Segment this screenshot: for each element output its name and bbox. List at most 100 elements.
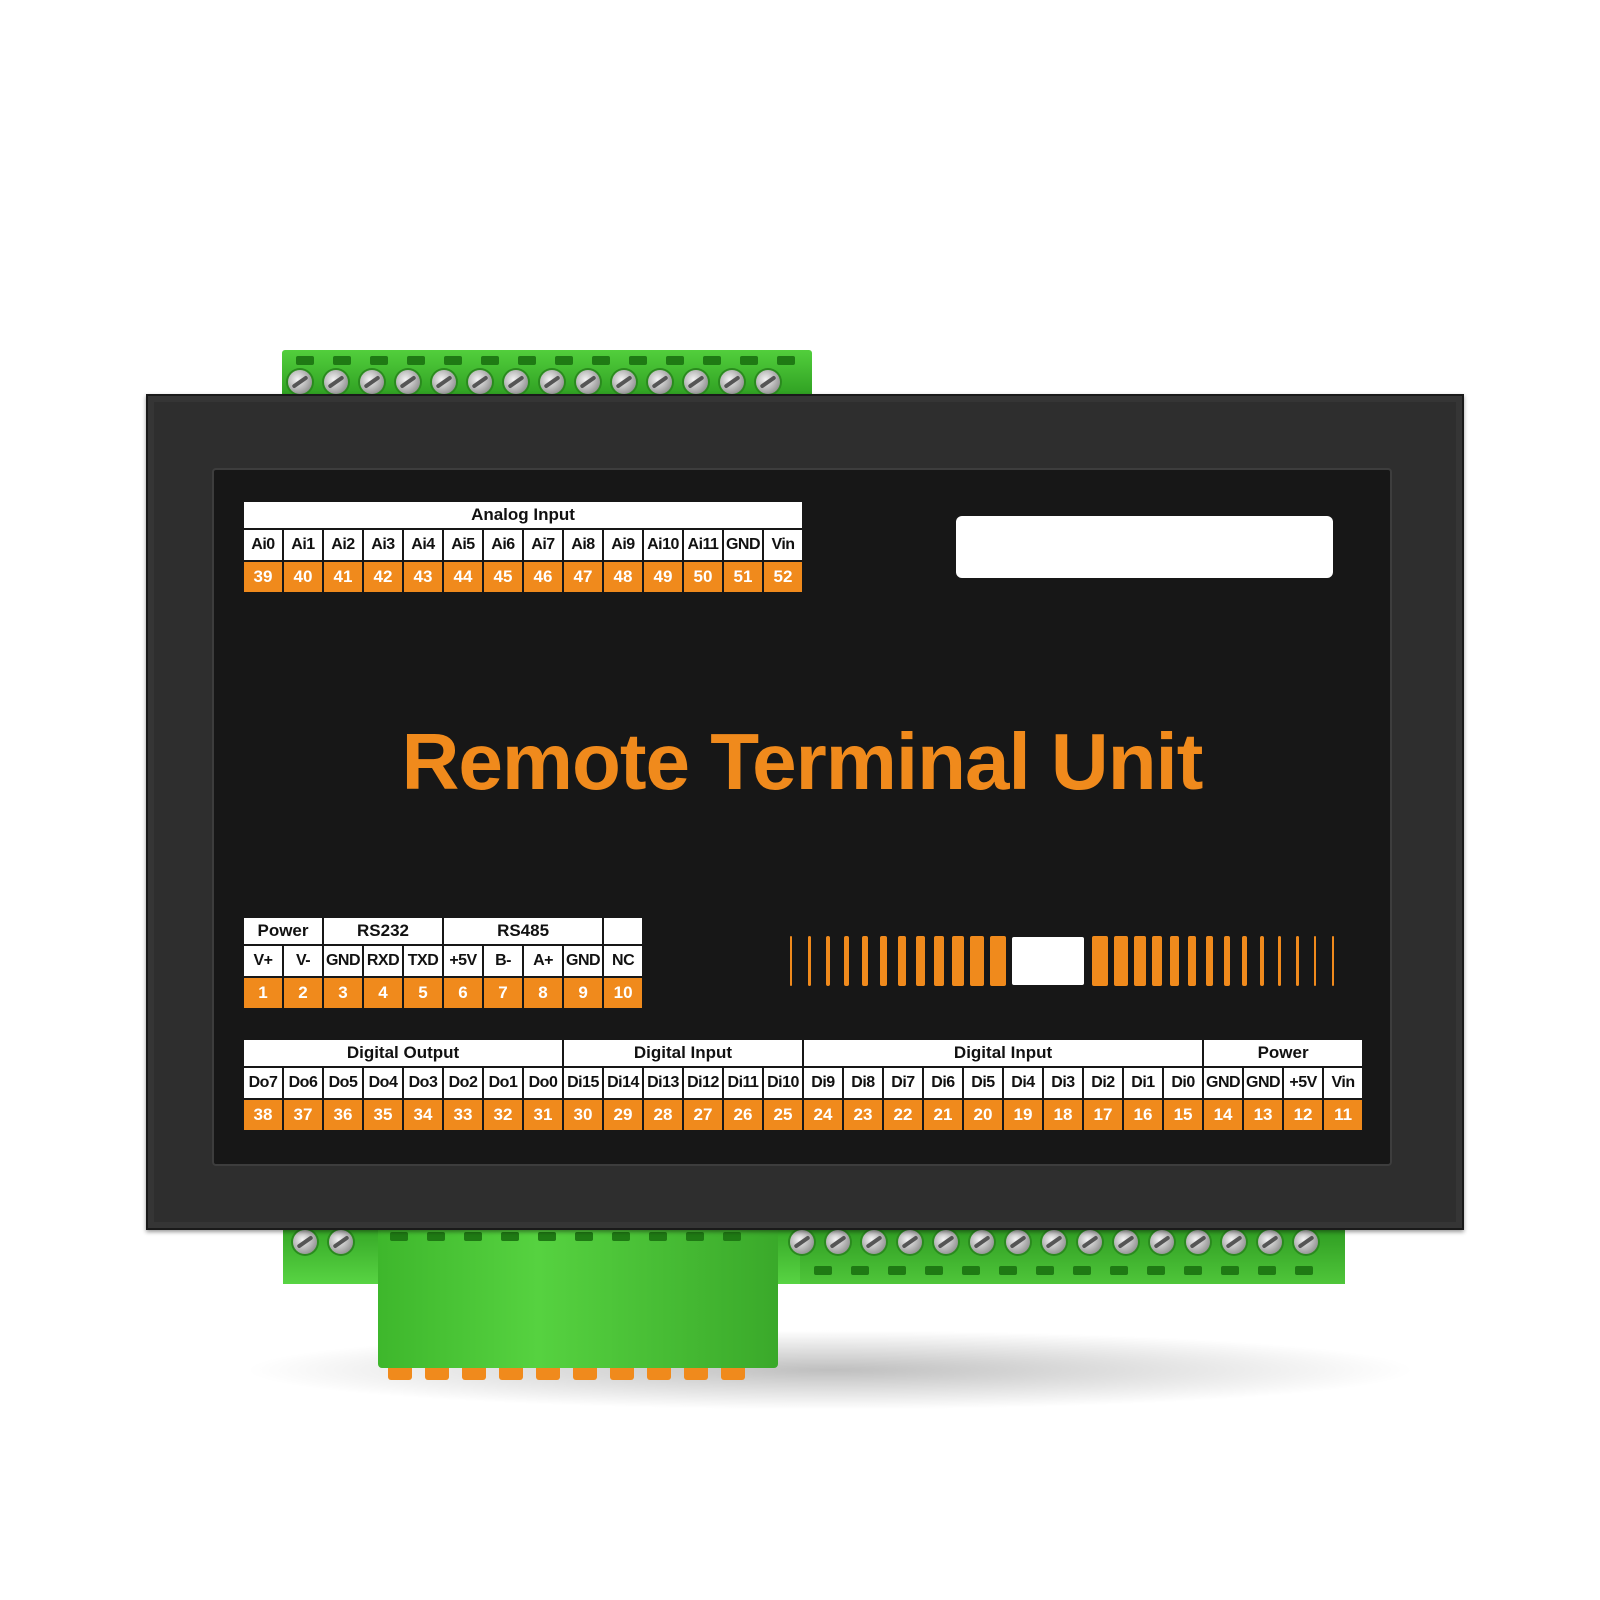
pin-number: 30	[562, 1099, 604, 1130]
group-label-digital-input-high: Digital Input	[562, 1040, 804, 1067]
pin-number: 27	[682, 1099, 724, 1130]
signal-row: V+ V- GND RXD TXD +5V B- A+ GND NC	[242, 944, 645, 978]
led-segment	[990, 936, 1006, 986]
signal-label: Di15	[562, 1066, 604, 1100]
pin-number: 48	[602, 561, 644, 592]
signal-label: RXD	[362, 944, 404, 978]
signal-label: Di1	[1122, 1066, 1164, 1100]
signal-label: GND	[1242, 1066, 1285, 1100]
signal-label: Do1	[482, 1066, 524, 1100]
pin-number: 41	[322, 561, 364, 592]
pin-number: 14	[1202, 1099, 1245, 1130]
signal-label: GND	[562, 944, 605, 978]
led-segment	[1242, 936, 1247, 986]
led-segment	[1278, 936, 1281, 986]
pin-number-row: 39 40 41 42 43 44 45 46 47 48 49 50 51 5…	[242, 561, 804, 592]
pin-number: 49	[642, 561, 684, 592]
group-label-digital-input-low: Digital Input	[801, 1040, 1205, 1067]
signal-label: Vin	[1322, 1066, 1365, 1100]
plug-release-buttons	[388, 1368, 745, 1380]
pin-number: 1	[242, 977, 284, 1008]
pluggable-connector[interactable]	[378, 1228, 778, 1368]
led-indicator-bar	[790, 936, 1350, 986]
pin-number: 6	[442, 977, 485, 1008]
pin-number: 24	[802, 1099, 844, 1130]
pin-number: 22	[882, 1099, 924, 1130]
signal-label: GND	[1202, 1066, 1245, 1100]
led-segment	[1170, 936, 1179, 986]
signal-label: GND	[722, 528, 764, 562]
signal-label: Di3	[1042, 1066, 1084, 1100]
pin-number: 26	[722, 1099, 764, 1130]
signal-label: GND	[322, 944, 364, 978]
terminal-screws	[790, 1230, 1318, 1254]
signal-label: Di9	[802, 1066, 844, 1100]
led-segment	[1114, 936, 1128, 986]
pin-number: 25	[762, 1099, 804, 1130]
led-segment	[880, 936, 887, 986]
signal-label: Do4	[362, 1066, 404, 1100]
led-segment	[1092, 936, 1108, 986]
led-segment	[1314, 936, 1316, 986]
group-label-analog-input: Analog Input	[242, 502, 804, 529]
pin-number: 3	[322, 977, 364, 1008]
signal-label: +5V	[1282, 1066, 1325, 1100]
signal-label: Ai11	[682, 528, 724, 562]
pin-number: 39	[242, 561, 284, 592]
terminal-tabs	[814, 1266, 1313, 1275]
signal-label: Ai10	[642, 528, 684, 562]
led-segment	[808, 936, 811, 986]
signal-label: Ai5	[442, 528, 484, 562]
pin-number: 33	[442, 1099, 484, 1130]
led-segment	[862, 936, 868, 986]
pin-number: 13	[1242, 1099, 1285, 1130]
group-label-empty	[602, 918, 645, 945]
terminal-screws	[293, 1230, 353, 1254]
led-window	[1012, 937, 1084, 985]
pin-number: 31	[522, 1099, 564, 1130]
signal-label: Vin	[762, 528, 804, 562]
group-label-power: Power	[1202, 1040, 1365, 1067]
signal-label: Di4	[1002, 1066, 1044, 1100]
bottom-terminal-block-right	[790, 1228, 1345, 1284]
signal-label: Ai1	[282, 528, 324, 562]
pin-number: 46	[522, 561, 564, 592]
signal-label: Di0	[1161, 1066, 1205, 1100]
pin-number: 20	[962, 1099, 1004, 1130]
pin-number-row: 1 2 3 4 5 6 7 8 9 10	[242, 977, 645, 1008]
pin-number: 44	[442, 561, 484, 592]
pin-number: 51	[722, 561, 764, 592]
pin-number: 52	[762, 561, 804, 592]
signal-label: V-	[282, 944, 324, 978]
led-segment	[844, 936, 849, 986]
led-segment	[952, 936, 964, 986]
signal-label: Do7	[242, 1066, 284, 1100]
blank-label-area	[956, 516, 1333, 578]
pin-number: 29	[602, 1099, 644, 1130]
signal-row: Ai0 Ai1 Ai2 Ai3 Ai4 Ai5 Ai6 Ai7 Ai8 Ai9 …	[242, 528, 804, 562]
signal-label: Di12	[682, 1066, 724, 1100]
pin-number: 38	[242, 1099, 284, 1130]
led-segment	[790, 936, 792, 986]
plug-tabs	[390, 1232, 741, 1241]
group-label-power: Power	[242, 918, 324, 945]
pin-number: 36	[322, 1099, 364, 1130]
signal-label: V+	[242, 944, 284, 978]
signal-label: Di14	[602, 1066, 644, 1100]
pin-number: 28	[642, 1099, 684, 1130]
pin-number: 10	[602, 977, 645, 1008]
led-segment	[934, 936, 944, 986]
pin-number: 2	[282, 977, 324, 1008]
led-segment	[916, 936, 925, 986]
terminal-screws	[288, 370, 780, 394]
led-segment	[1134, 936, 1146, 986]
pin-number: 40	[282, 561, 324, 592]
signal-label: Do6	[282, 1066, 324, 1100]
pin-number: 42	[362, 561, 404, 592]
signal-label: Ai8	[562, 528, 604, 562]
signal-label: Di2	[1082, 1066, 1124, 1100]
signal-label: Do5	[322, 1066, 364, 1100]
io-label-table: Digital Output Digital Input Digital Inp…	[242, 1040, 1365, 1130]
product-title: Remote Terminal Unit	[401, 717, 1204, 806]
